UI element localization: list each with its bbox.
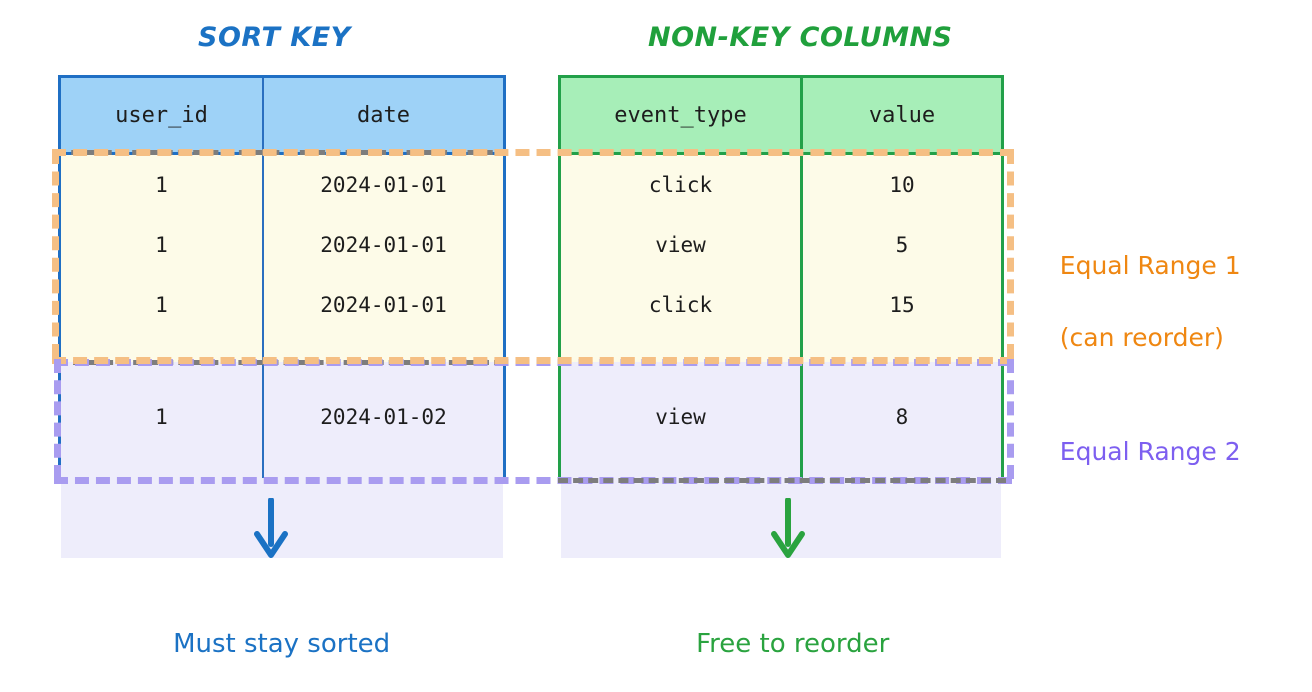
cell-value-r1: 10: [889, 173, 915, 197]
cell-event-type-r1: click: [648, 173, 713, 197]
non-key-range1-band: [561, 152, 1001, 362]
range2-left-bracket: [54, 359, 61, 479]
down-arrow-icon-sort-key: [254, 498, 288, 558]
cell-user-id-r4: 1: [155, 405, 168, 429]
caption-non-key-line1: Free to reorder: [696, 629, 890, 659]
column-header-event-type: event_type: [614, 102, 747, 128]
caption-sort-key: Must stay sorted (sort key contract): [140, 578, 414, 692]
heading-sort-key: SORT KEY: [198, 22, 351, 53]
cell-value-r2: 5: [895, 233, 909, 257]
range1-annotation-line1: Equal Range 1: [1059, 251, 1241, 280]
range1-annotation-line2: (can reorder): [1059, 323, 1224, 352]
cell-date-r3: 2024-01-01: [320, 293, 447, 317]
range1-right-bracket: [1007, 150, 1014, 358]
range2-annotation-line1: Equal Range 2: [1059, 437, 1241, 466]
down-arrow-icon-non-key: [771, 498, 805, 558]
range1-top-boundary: [52, 149, 1014, 156]
non-key-table: event_type value click 10 view 5 click 1…: [558, 75, 1004, 558]
column-header-value: value: [868, 102, 936, 128]
column-header-date: date: [357, 102, 410, 128]
caption-non-key: Free to reorder within each range: [663, 578, 930, 692]
cell-event-type-r4: view: [655, 405, 706, 429]
cell-date-r4: 2024-01-02: [320, 405, 447, 429]
range2-right-bracket: [1007, 359, 1014, 479]
range1-left-bracket: [52, 150, 59, 358]
column-header-user-id: user_id: [115, 102, 208, 128]
sort-key-header-band: [61, 78, 503, 152]
sort-key-table: user_id date 1 2024-01-01 1 2024-01-01 1…: [58, 75, 506, 558]
non-key-range2-band: [561, 362, 1001, 558]
cell-value-r3: 15: [889, 293, 915, 317]
heading-non-key-columns: NON-KEY COLUMNS: [648, 22, 953, 53]
cell-date-r2: 2024-01-01: [320, 233, 447, 257]
cell-value-r4: 8: [895, 405, 909, 429]
cell-event-type-r3: click: [648, 293, 713, 317]
sort-key-column-divider: [262, 78, 264, 478]
range2-annotation: Equal Range 2: [1028, 398, 1241, 506]
cell-user-id-r3: 1: [155, 293, 168, 317]
caption-sort-key-line1: Must stay sorted: [173, 629, 391, 659]
range1-annotation: Equal Range 1 (can reorder): [1028, 212, 1241, 392]
range2-bottom-boundary-gray: [558, 478, 1006, 483]
sort-key-range2-band: [61, 362, 503, 558]
cell-event-type-r2: view: [655, 233, 706, 257]
cell-user-id-r2: 1: [155, 233, 168, 257]
range1-bottom-boundary: [52, 357, 1014, 364]
cell-date-r1: 2024-01-01: [320, 173, 447, 197]
non-key-header-band: [561, 78, 1001, 152]
sort-key-range1-band: [61, 152, 503, 362]
cell-user-id-r1: 1: [155, 173, 168, 197]
range2-bottom-boundary: [54, 477, 1012, 484]
non-key-column-divider: [800, 78, 803, 478]
